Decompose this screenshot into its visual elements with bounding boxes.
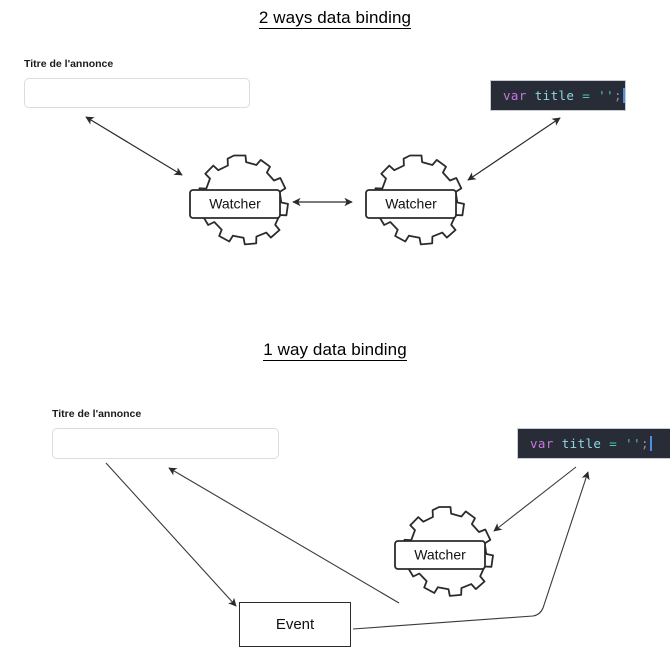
code-variable-bottom: title	[561, 436, 602, 451]
code-caret-top	[622, 88, 625, 103]
field-label-titre-annonce-top: Titre de l'annonce	[24, 58, 114, 70]
section-title-two-way: 2 ways data binding	[0, 8, 670, 29]
code-variable-top: title	[534, 88, 575, 103]
section-title-one-way-text: 1 way data binding	[263, 340, 407, 361]
code-block-bottom: var title = '';	[517, 428, 670, 459]
code-caret-bottom	[649, 436, 652, 451]
input-titre-annonce-top[interactable]	[24, 78, 250, 108]
section-one-way-data-binding: 1 way data binding Titre de l'annonce va…	[0, 330, 670, 658]
code-operator-top: =	[582, 88, 591, 103]
code-terminator-bottom: ;	[641, 436, 649, 451]
section-title-one-way: 1 way data binding	[0, 340, 670, 361]
code-terminator-top: ;	[614, 88, 622, 103]
code-keyword-top: var	[503, 88, 527, 103]
field-label-titre-annonce-bottom: Titre de l'annonce	[52, 408, 142, 420]
input-titre-annonce-bottom[interactable]	[52, 428, 279, 459]
code-operator-bottom: =	[609, 436, 618, 451]
section-two-way-data-binding: 2 ways data binding Titre de l'annonce v…	[0, 8, 670, 111]
code-block-top: var title = '';	[490, 80, 626, 111]
section-title-two-way-text: 2 ways data binding	[258, 8, 412, 29]
code-keyword-bottom: var	[530, 436, 554, 451]
event-box-label: Event	[275, 616, 315, 633]
event-box[interactable]: Event	[239, 602, 351, 647]
code-string-bottom: ''	[625, 436, 642, 451]
code-string-top: ''	[598, 88, 615, 103]
